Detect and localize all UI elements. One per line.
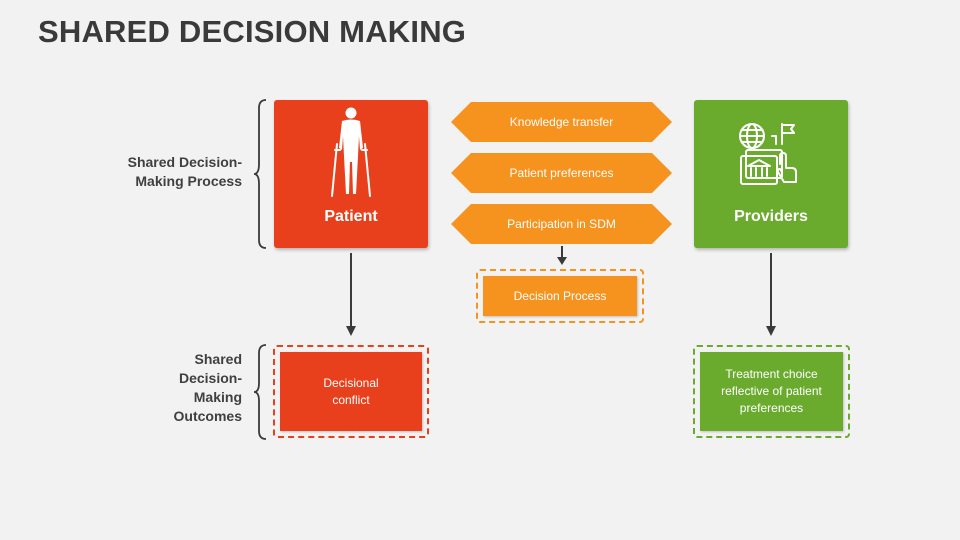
outcomes-row-label: Shared Decision- Making Outcomes bbox=[173, 351, 242, 424]
exchange-arrow-knowledge-transfer: Knowledge transfer bbox=[451, 102, 672, 142]
page-title: SHARED DECISION MAKING bbox=[38, 14, 467, 49]
patient-outcome-frame: Decisional conflict bbox=[273, 345, 429, 438]
down-arrow-decision bbox=[557, 246, 567, 265]
decision-process-label: Decision Process bbox=[513, 288, 607, 303]
outcomes-brace bbox=[253, 344, 267, 440]
patient-outcome-label: Decisional conflict bbox=[323, 375, 379, 407]
exchange-label: Participation in SDM bbox=[507, 217, 616, 231]
exchange-label: Patient preferences bbox=[509, 166, 614, 180]
exchange-label: Knowledge transfer bbox=[509, 115, 614, 129]
patient-label: Patient bbox=[324, 208, 378, 225]
down-arrow-patient bbox=[346, 253, 356, 336]
exchange-arrow-patient-preferences: Patient preferences bbox=[451, 153, 672, 193]
providers-outcome-frame: Treatment choice reflective of patient p… bbox=[693, 345, 850, 438]
providers-outcome-label: Treatment choice reflective of patient p… bbox=[721, 367, 822, 415]
double-arrow-shape bbox=[451, 153, 672, 193]
providers-box: Providers bbox=[694, 100, 848, 248]
patient-box: Patient bbox=[274, 100, 428, 248]
providers-label: Providers bbox=[734, 208, 808, 225]
decision-process-frame: Decision Process bbox=[476, 269, 644, 323]
decision-process-box: Decision Process bbox=[483, 276, 637, 316]
exchange-arrow-participation: Participation in SDM bbox=[451, 204, 672, 244]
double-arrow-shape bbox=[451, 204, 672, 244]
person-with-crutches-icon bbox=[331, 107, 371, 197]
process-brace bbox=[253, 99, 267, 249]
process-row-label: Shared Decision- Making Process bbox=[127, 154, 242, 189]
down-arrow-providers bbox=[766, 253, 776, 336]
providers-outcome-box: Treatment choice reflective of patient p… bbox=[700, 352, 843, 431]
patient-outcome-box: Decisional conflict bbox=[280, 352, 422, 431]
double-arrow-shape bbox=[451, 102, 672, 142]
globe-building-hand-icon bbox=[739, 123, 797, 185]
